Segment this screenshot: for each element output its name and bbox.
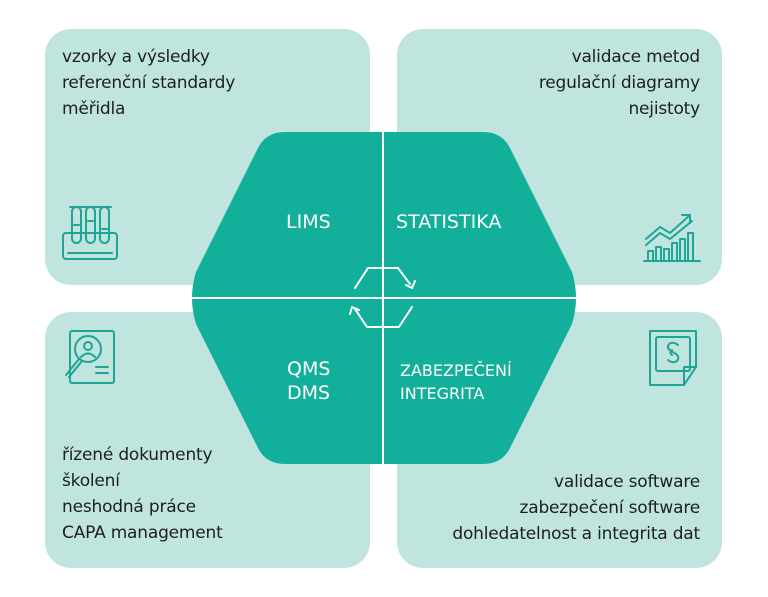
panel-line: vzorky a výsledky	[62, 47, 210, 67]
panel-line: CAPA management	[62, 523, 223, 543]
hexagon-label-zabezpeceni: ZABEZPEČENÍ INTEGRITA	[400, 359, 512, 405]
hexagon-label-line: STATISTIKA	[396, 211, 502, 233]
hexagon-label-line: LIMS	[286, 211, 331, 233]
paragraph-certificate-icon	[649, 330, 697, 386]
panel-line: validace software	[554, 472, 700, 492]
panel-line: dohledatelnost a integrita dat	[452, 524, 700, 544]
panel-line: řízené dokumenty	[62, 445, 213, 465]
panel-line: školení	[62, 471, 120, 491]
panel-line: zabezpečení software	[519, 498, 701, 518]
panel-line: neshodná práce	[62, 497, 196, 517]
hexagon-label-line: INTEGRITA	[400, 384, 485, 403]
panel-line: měřidla	[62, 99, 126, 119]
hexagon-label-statistika: STATISTIKA	[396, 210, 501, 234]
hexagon-label-line: ZABEZPEČENÍ	[400, 361, 512, 380]
panel-line: validace metod	[571, 47, 701, 67]
panel-top-left-text: vzorky a výsledky referenční standardy m…	[62, 44, 235, 122]
cycle-arrows-icon	[349, 267, 416, 328]
hexagon-label-lims: LIMS	[286, 210, 331, 234]
panel-top-right-text: validace metod regulační diagramy nejist…	[539, 44, 700, 122]
panel-line: nejistoty	[628, 99, 700, 119]
panel-line: referenční standardy	[62, 73, 236, 93]
panel-bottom-left-text: řízené dokumenty školení neshodná práce …	[62, 442, 223, 546]
panel-line: regulační diagramy	[538, 73, 700, 93]
test-tubes-icon	[62, 206, 118, 260]
growth-chart-icon	[643, 214, 701, 262]
panel-bottom-right-text: validace software zabezpečení software d…	[452, 469, 700, 547]
hexagon-label-qms-dms: QMS DMS	[287, 357, 330, 405]
hexagon-label-line: DMS	[287, 382, 331, 404]
document-search-icon	[65, 330, 115, 384]
hexagon-label-line: QMS	[287, 358, 331, 380]
